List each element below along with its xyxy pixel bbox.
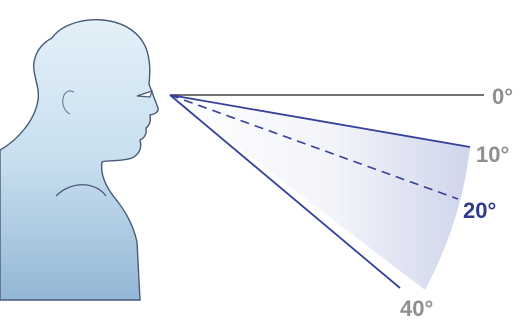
angle-label-10: 10° (476, 142, 509, 167)
angle-label-40: 40° (400, 296, 433, 320)
person-silhouette (0, 20, 158, 300)
angle-label-20: 20° (463, 198, 496, 223)
angle-label-0: 0° (492, 84, 513, 109)
viewing-cone-wedge (170, 95, 470, 290)
